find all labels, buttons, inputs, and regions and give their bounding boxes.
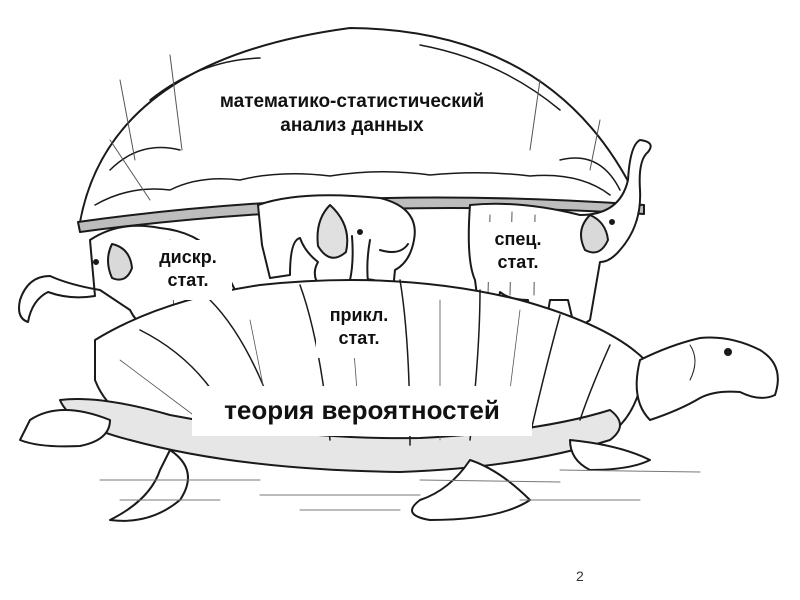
label-probability-theory: теория вероятностей xyxy=(192,386,532,436)
label-dome-line1: математико-статистический xyxy=(219,91,485,112)
label-special-statistics: спец. стат. xyxy=(482,222,554,282)
elephant-right xyxy=(467,139,652,331)
turtle-legs xyxy=(19,409,651,522)
label-special-line1: спец. xyxy=(494,229,542,249)
label-discrete-statistics: дискр. стат. xyxy=(144,240,232,300)
elephant-middle xyxy=(257,194,416,303)
label-applied-line1: прикл. xyxy=(329,305,389,325)
label-special-line2: стат. xyxy=(497,251,539,272)
ground-shading xyxy=(99,469,701,511)
label-applied-line2: стат. xyxy=(338,327,380,348)
label-mathematical-statistical-analysis: математико-статистический анализ данных xyxy=(196,84,508,144)
label-dome-line2: анализ данных xyxy=(280,114,424,136)
turtle-head xyxy=(635,336,779,421)
page-number: 2 xyxy=(576,568,584,584)
label-discrete-line1: дискр. xyxy=(159,247,217,267)
label-applied-statistics: прикл. стат. xyxy=(316,298,402,358)
label-discrete-line2: стат. xyxy=(167,269,209,290)
